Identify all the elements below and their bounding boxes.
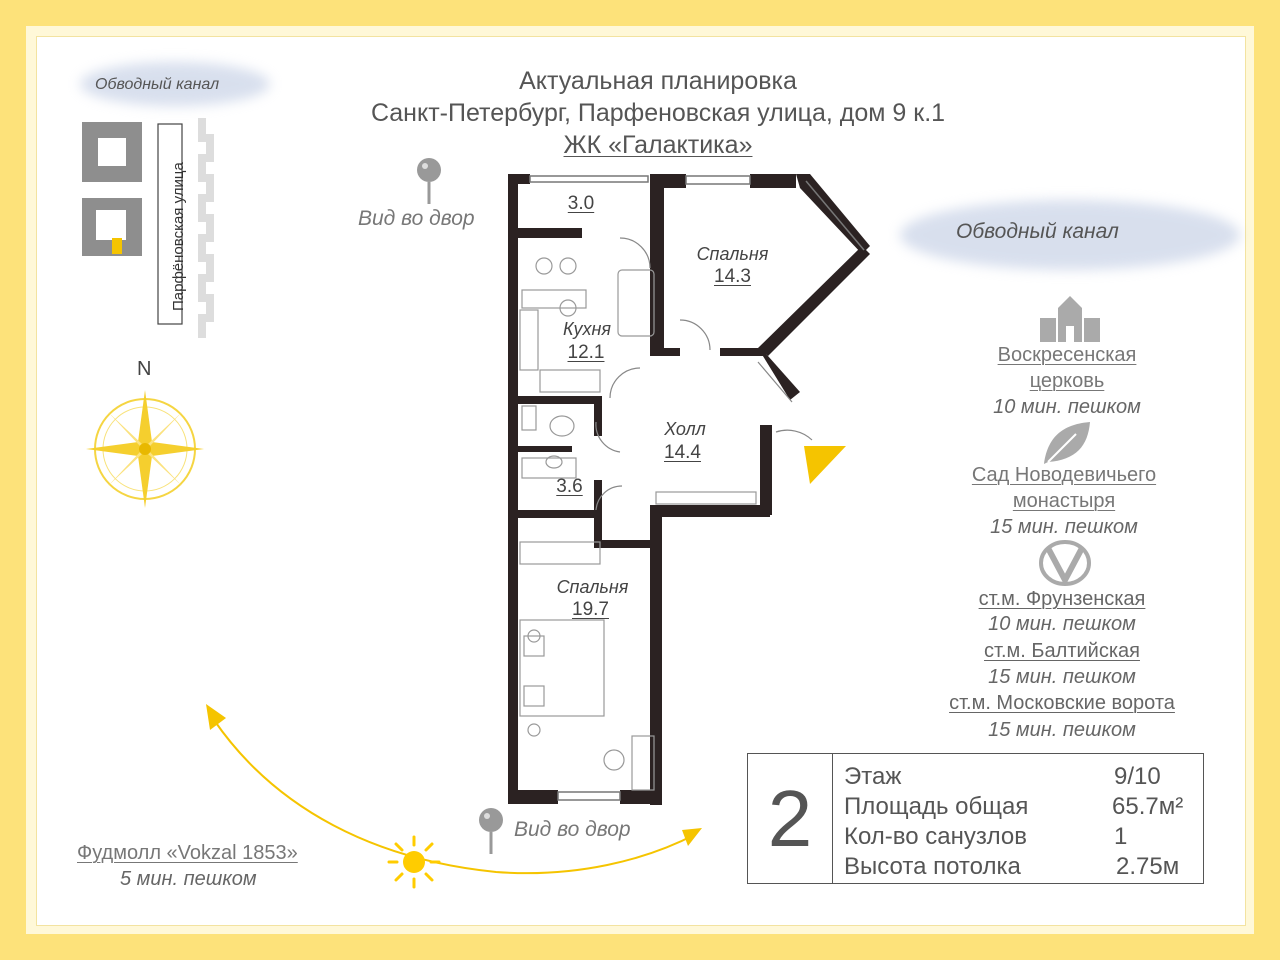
room-hall-name: Холл <box>664 419 706 439</box>
counter <box>521 289 587 309</box>
room-bath-area: 3.6 <box>556 476 583 497</box>
metro-1-wrap: ст.м. Фрунзенская <box>912 586 1212 612</box>
room-kitchen-name: Кухня <box>563 319 611 339</box>
metro-3-wrap: ст.м. Московские ворота <box>912 690 1212 716</box>
info-table: 2 Этаж 9/10 Площадь общая 65.7м² Кол-во … <box>747 753 1204 884</box>
metro-2-name[interactable]: ст.м. Балтийская <box>984 640 1140 662</box>
room-bedroom1-area: 14.3 <box>714 266 751 287</box>
metro-2-time: 15 мин. пешком <box>988 666 1136 688</box>
room-balcony-area: 3.0 <box>567 193 595 214</box>
room-kitchen-area: 12.1 <box>567 342 605 363</box>
place-garden-time: 15 мин. пешком <box>990 516 1138 538</box>
info-floor-label: Этаж <box>844 763 902 790</box>
canal-wave-right <box>900 200 1240 270</box>
metro-1-time: 10 мин. пешком <box>988 613 1136 635</box>
view-pin-icon <box>417 158 441 204</box>
place-garden-wrap: Сад Новодевичьего монастыря <box>914 462 1214 514</box>
info-ceiling-value: 2.75м <box>1116 853 1180 880</box>
metro-3-time: 15 мин. пешком <box>988 719 1136 741</box>
canal-right-label: Обводный канал <box>956 220 1119 243</box>
rooms-count: 2 <box>748 754 833 883</box>
info-floor-value: 9/10 <box>1114 763 1161 790</box>
view-pin-icon <box>479 808 503 854</box>
sun-icon <box>387 835 441 889</box>
room-bedroom1-name: Спальня <box>696 244 769 264</box>
view-top-label: Вид во двор <box>358 207 475 230</box>
room-bedroom2-area: 19.7 <box>572 599 609 620</box>
site-map <box>82 118 214 338</box>
sun-path <box>206 704 702 875</box>
place-garden-line1[interactable]: Сад Новодевичьего <box>971 464 1157 486</box>
metro-2-wrap: ст.м. Балтийская <box>912 638 1212 664</box>
place-church-time: 10 мин. пешком <box>993 396 1141 418</box>
foodmall-link[interactable]: Фудмолл «Vokzal 1853» <box>77 842 298 864</box>
info-ceiling-label: Высота потолка <box>844 853 1021 880</box>
info-area-value: 65.7м² <box>1112 793 1184 820</box>
room-hall-area: 14.4 <box>664 442 701 463</box>
place-church-line1[interactable]: Воскресенская <box>997 344 1137 366</box>
bed <box>519 619 605 717</box>
place-church-wrap: Воскресенская церковь <box>917 342 1217 394</box>
place-garden-line2[interactable]: монастыря <box>1012 490 1116 512</box>
place-church-line2[interactable]: церковь <box>1029 370 1105 392</box>
view-bottom-label: Вид во двор <box>514 818 631 841</box>
metro-3-name[interactable]: ст.м. Московские ворота <box>949 692 1175 714</box>
info-bathrooms-label: Кол-во санузлов <box>844 823 1027 850</box>
canal-wave-left <box>80 62 270 106</box>
header-complex[interactable]: ЖК «Галактика» <box>563 131 753 159</box>
info-area-label: Площадь общая <box>844 793 1029 820</box>
metro-icon <box>1039 540 1091 586</box>
header-complex-wrap: ЖК «Галактика» <box>0 130 1280 160</box>
leaf-icon <box>1044 422 1090 464</box>
north-label: N <box>137 358 152 380</box>
sofa <box>617 269 655 337</box>
foodmall-time: 5 мин. пешком <box>120 868 257 890</box>
map-canal-label: Обводный канал <box>95 76 220 93</box>
church-icon <box>1040 296 1100 342</box>
header-title: Актуальная планировка <box>519 67 797 95</box>
entrance-marker-icon <box>804 446 846 484</box>
street-label: Парфёновская улица <box>170 162 187 311</box>
info-bathrooms-value: 1 <box>1114 823 1128 850</box>
metro-1-name[interactable]: ст.м. Фрунзенская <box>978 588 1146 610</box>
floor-plan <box>508 174 870 805</box>
header-address: Санкт-Петербург, Парфеновская улица, дом… <box>370 99 946 127</box>
compass-icon <box>86 390 204 508</box>
room-bedroom2-name: Спальня <box>556 577 629 597</box>
